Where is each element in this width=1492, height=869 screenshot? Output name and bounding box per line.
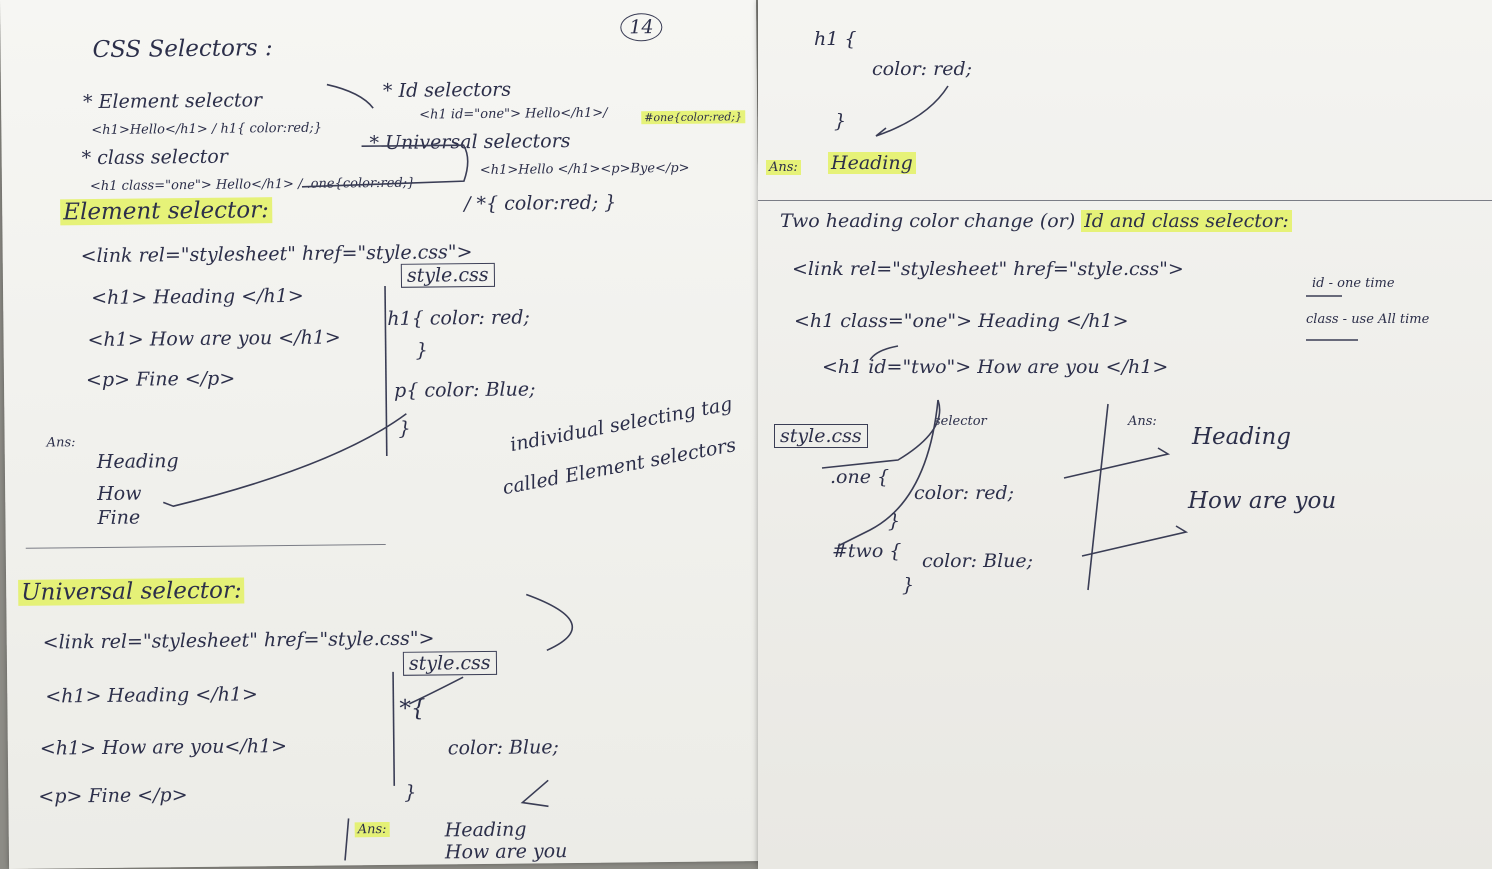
right-section-divider xyxy=(758,200,1492,201)
example-css-line-1: h1 { xyxy=(814,28,857,50)
brace-overview xyxy=(326,83,374,109)
arrow-one-rule xyxy=(821,399,941,469)
brace-universal-css xyxy=(392,671,396,786)
two-heading-link: <link rel="stylesheet" href="style.css"> xyxy=(792,258,1184,280)
two-heading-css-file-label: style.css xyxy=(774,424,868,448)
two-heading-css-line-5: color: Blue; xyxy=(922,550,1034,572)
selector-note: selector xyxy=(934,414,987,429)
arrow-universal-result xyxy=(520,779,549,808)
arrow-red-answer xyxy=(1063,447,1171,479)
two-heading-ans-line-2: How are you xyxy=(1188,488,1337,514)
example-css-line-2: color: red; xyxy=(872,58,973,80)
arrow-universal-answer xyxy=(409,676,464,705)
right-page-pen-strokes xyxy=(821,85,1358,591)
ans-bracket-universal xyxy=(344,818,350,861)
brace-element-css xyxy=(384,285,388,456)
two-heading-highlight: Id and class selector: xyxy=(1081,210,1292,232)
side-note-id: id - one time xyxy=(1312,276,1395,291)
two-heading-html-line-1: <h1 class="one"> Heading </h1> xyxy=(794,310,1129,332)
answer-divider xyxy=(1087,403,1109,591)
arrow-two-rule xyxy=(837,399,939,547)
two-heading-css-line-6: } xyxy=(902,574,915,596)
loop-universal-link xyxy=(525,593,573,652)
arrow-example-answer xyxy=(875,85,949,137)
example-css-line-3: } xyxy=(834,110,847,132)
two-heading-prefix: Two heading color change (or) xyxy=(780,210,1076,232)
two-heading-css-line-2: color: red; xyxy=(914,482,1015,504)
right-notebook-page: h1 { color: red; } Ans: Heading Two head… xyxy=(758,0,1492,869)
arrow-element-answer xyxy=(162,413,407,508)
arrow-blue-answer xyxy=(1081,525,1189,557)
two-heading-css-line-1: .one { xyxy=(830,466,890,488)
two-heading-html-line-2: <h1 id="two"> How are you </h1> xyxy=(822,356,1169,378)
bracket-id-attr xyxy=(869,345,899,361)
two-heading-css-line-4: #two { xyxy=(832,540,902,562)
two-heading-title: Two heading color change (or) Id and cla… xyxy=(780,210,1292,232)
two-heading-ans-label: Ans: xyxy=(1128,414,1157,429)
side-note-class: class - use All time xyxy=(1306,312,1430,327)
left-notebook-page: CSS Selectors : 14 * Element selector <h… xyxy=(0,0,766,869)
bracket-universal-overview xyxy=(301,144,469,188)
example-ans-label: Ans: xyxy=(766,160,801,175)
left-page-pen-strokes xyxy=(162,83,573,861)
two-heading-ans-line-1: Heading xyxy=(1192,424,1291,450)
example-ans: Heading xyxy=(828,152,916,174)
